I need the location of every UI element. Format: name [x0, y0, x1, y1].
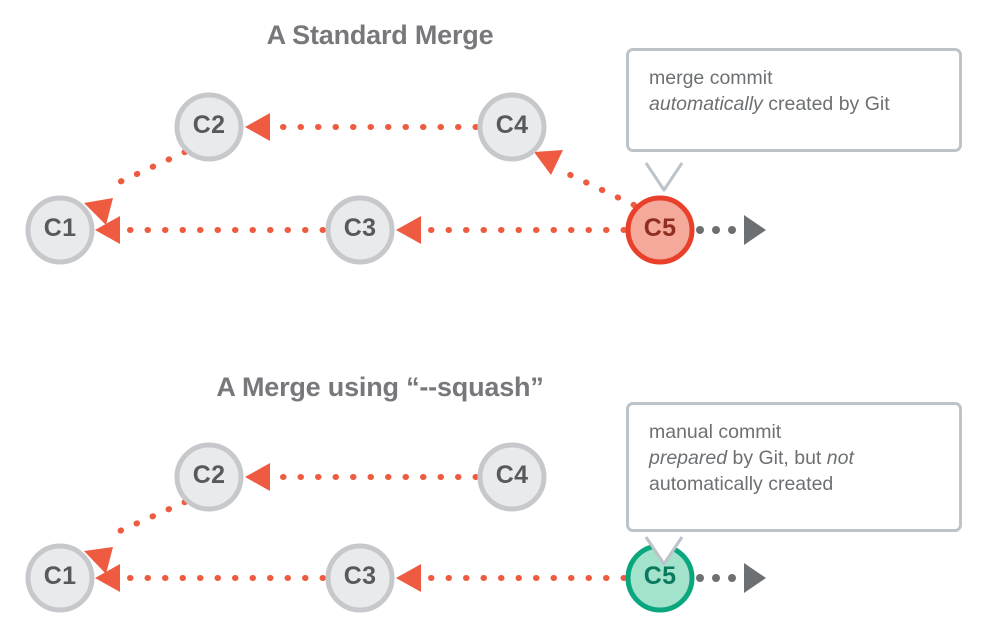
callout-tail-merge-fill [646, 152, 682, 190]
arrowhead-left [396, 216, 421, 244]
arrowhead-left [396, 564, 421, 592]
triangle-right-icon [744, 215, 766, 245]
commit-node-c3-squash[interactable] [325, 543, 395, 613]
callout-line-2: automatically created by Git [649, 93, 890, 115]
edge-c3-to-c1 [95, 216, 326, 244]
callout-manual-commit: manual commit prepared by Git, but not aut… [626, 402, 962, 532]
edge-dotted-line [110, 499, 188, 537]
callout-line-3: automatically created [649, 473, 834, 495]
commit-node-c3[interactable] [325, 195, 395, 265]
commit-node-c1[interactable] [25, 195, 95, 265]
callout-merge-commit: merge commit automatically created by Git [626, 48, 962, 152]
page-title-standard-merge: A Standard Merge [266, 20, 494, 50]
commit-node-c2-squash[interactable] [174, 442, 244, 512]
arrowhead-left [95, 216, 120, 244]
head-dot [696, 226, 704, 234]
diagram-standard-merge [25, 92, 766, 265]
edge-c2-to-c1-squash [84, 499, 188, 574]
head-dot [712, 226, 720, 234]
callout-tail-merge [644, 162, 684, 192]
callout-tail-manual-fill [646, 532, 682, 564]
callout-tail-manual [644, 536, 684, 566]
commit-node-c4-squash[interactable] [477, 442, 547, 512]
branch-head-marker-squash [696, 563, 766, 593]
callout-line-1: merge commit [649, 67, 773, 89]
arrowhead-left [245, 463, 270, 491]
head-dot [728, 226, 736, 234]
arrowhead-left [95, 564, 120, 592]
edge-c4-to-c2 [245, 113, 479, 141]
arrowhead-diagonal [84, 198, 113, 225]
triangle-right-icon [744, 563, 766, 593]
edge-c5-to-c3-squash [396, 564, 627, 592]
branch-head-marker-standard [696, 215, 766, 245]
callout-line-1: manual commit [649, 421, 782, 443]
head-dot [712, 574, 720, 582]
commit-node-c1-squash[interactable] [25, 543, 95, 613]
edge-c5-to-c4 [534, 150, 637, 208]
commit-node-c4[interactable] [477, 92, 547, 162]
arrowhead-left [245, 113, 270, 141]
edge-c4-to-c2-squash [245, 463, 479, 491]
arrowhead-diagonal [534, 150, 563, 175]
commit-node-c2[interactable] [174, 92, 244, 162]
head-dot [728, 574, 736, 582]
head-dot [696, 574, 704, 582]
edge-c2-to-c1 [84, 149, 188, 225]
edge-dotted-line [110, 149, 188, 188]
edge-c5-to-c3 [396, 216, 627, 244]
page-title-squash-merge: A Merge using “--squash” [216, 372, 544, 402]
callout-line-2: prepared by Git, but not [649, 447, 854, 469]
arrowhead-diagonal [84, 547, 113, 574]
commit-node-c5-merge[interactable] [625, 195, 695, 265]
edge-c3-to-c1-squash [95, 564, 326, 592]
edge-dotted-line [561, 169, 637, 208]
